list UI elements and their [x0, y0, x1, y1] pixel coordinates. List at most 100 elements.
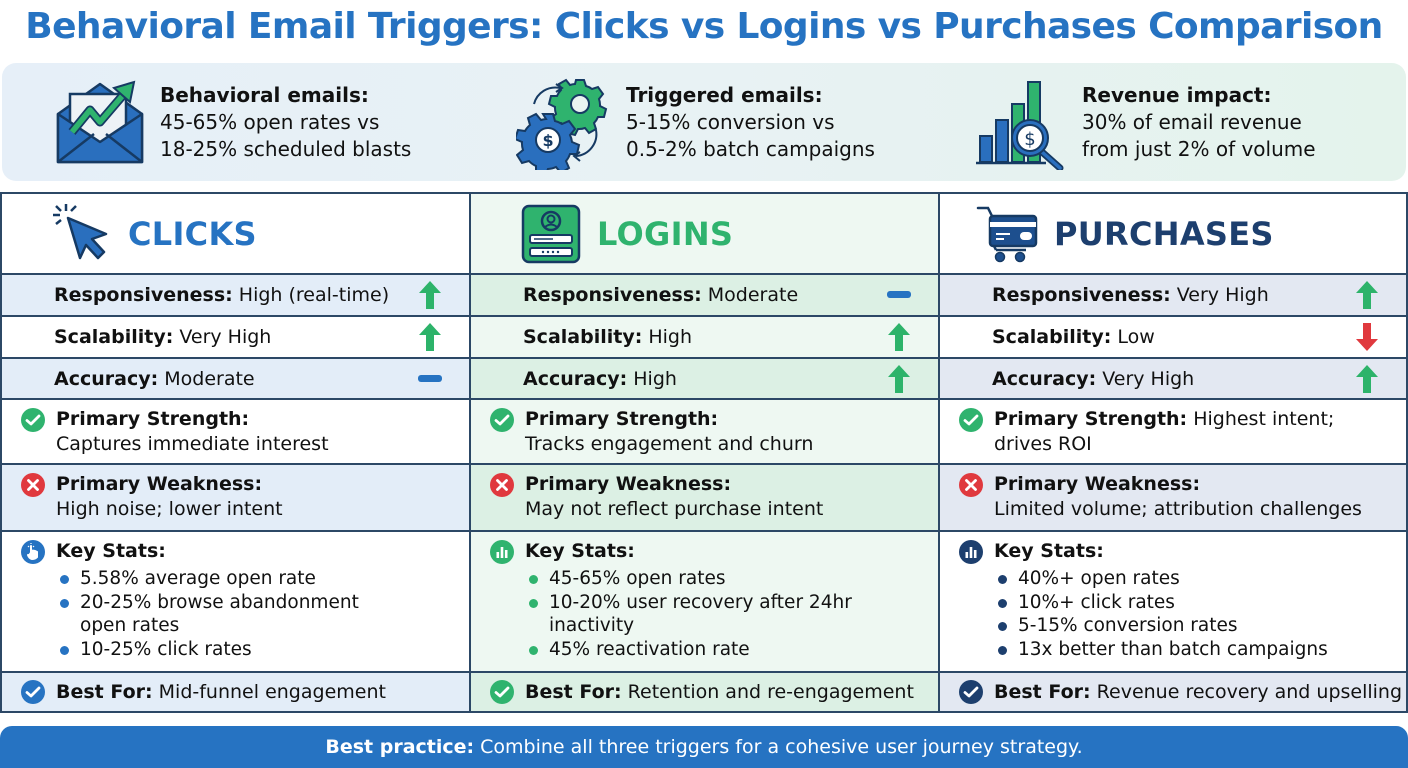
key-stats-list: 5.58% average open rate 20-25% browse ab… [56, 567, 386, 661]
trend-up-arrow-icon [417, 280, 443, 310]
stat-item: 45-65% open rates [525, 567, 855, 591]
metric-row-scalability: Scalability: High [471, 317, 940, 359]
metric-value: Very High [179, 326, 272, 348]
best-for-row: Best For: Mid-funnel engagement [2, 673, 471, 711]
check-circle-icon [20, 679, 46, 705]
bar-chart-circle-icon [958, 539, 984, 565]
stat-item: 20-25% browse abandonment open rates [56, 591, 386, 638]
metric-value: Low [1117, 326, 1155, 348]
metric-row-scalability: Scalability: Very High [2, 317, 471, 359]
stat-item: 45% reactivation rate [525, 638, 855, 662]
key-stats-row: Key Stats: 40%+ open rates 10%+ click ra… [940, 532, 1406, 673]
metric-label: Accuracy: [992, 367, 1097, 390]
column-title: LOGINS [597, 214, 734, 253]
stat-item: 13x better than batch campaigns [994, 638, 1328, 662]
strength-row: Primary Strength: Tracks engagement and c… [471, 400, 940, 465]
hand-pointer-icon [20, 539, 46, 565]
best-for-row: Best For: Revenue recovery and upselling [940, 673, 1406, 711]
stat-item: 10-20% user recovery after 24hr inactivi… [525, 591, 855, 638]
best-for-text: Mid-funnel engagement [158, 681, 386, 703]
check-circle-icon [958, 679, 984, 705]
metric-row-scalability: Scalability: Low [940, 317, 1406, 359]
summary-line: 5-15% conversion vs [626, 109, 835, 134]
check-circle-icon [958, 407, 984, 433]
key-stats-list: 45-65% open rates 10-20% user recovery a… [525, 567, 855, 661]
column-header-clicks: CLICKS [2, 194, 471, 275]
best-for-label: Best For: [56, 681, 153, 703]
trend-neutral-dash-icon [886, 280, 912, 310]
weakness-label: Primary Weakness: [525, 473, 732, 495]
summary-label: Revenue impact: [1082, 82, 1272, 107]
key-stats-row: Key Stats: 45-65% open rates 10-20% user… [471, 532, 940, 673]
page-title: Behavioral Email Triggers: Clicks vs Log… [25, 6, 1383, 47]
summary-line: 0.5-2% batch campaigns [626, 136, 875, 161]
check-circle-icon [489, 407, 515, 433]
column-title: PURCHASES [1054, 214, 1274, 253]
best-practice-text: Combine all three triggers for a cohesiv… [480, 736, 1083, 758]
trend-up-arrow-icon [1354, 280, 1380, 310]
trend-down-arrow-icon [1354, 322, 1380, 352]
best-for-label: Best For: [994, 681, 1091, 703]
best-for-text: Retention and re-engagement [627, 681, 914, 703]
weakness-text: Limited volume; attribution challenges [994, 498, 1362, 520]
stat-item: 5-15% conversion rates [994, 614, 1328, 638]
weakness-row: Primary Weakness:Limited volume; attribu… [940, 465, 1406, 532]
summary-label: Behavioral emails: [160, 82, 369, 107]
metric-row-responsiveness: Responsiveness: Moderate [471, 275, 940, 317]
metric-value: Very High [1176, 284, 1269, 306]
x-circle-icon [958, 472, 984, 498]
metric-label: Responsiveness: [54, 284, 233, 306]
summary-line: from just 2% of volume [1082, 136, 1316, 161]
x-circle-icon [20, 472, 46, 498]
key-stats-label: Key Stats: [994, 540, 1104, 562]
column-header-logins: LOGINS [471, 194, 940, 275]
bar-chart-circle-icon [489, 539, 515, 565]
best-for-row: Best For: Retention and re-engagement [471, 673, 940, 711]
summary-banner: Behavioral emails: 45-65% open rates vs … [2, 63, 1406, 181]
best-practice-banner: Best practice: Combine all three trigger… [0, 726, 1408, 768]
svg-text:$: $ [542, 131, 553, 150]
metric-label: Responsiveness: [523, 284, 702, 306]
summary-line: 18-25% scheduled blasts [160, 136, 412, 161]
stat-item: 10-25% click rates [56, 638, 386, 662]
key-stats-label: Key Stats: [56, 540, 166, 562]
metric-label: Accuracy: [523, 367, 628, 390]
metric-row-accuracy: Accuracy: High [471, 359, 940, 400]
metric-value: High [648, 326, 693, 348]
trend-up-arrow-icon [886, 322, 912, 352]
column-header-purchases: PURCHASES [940, 194, 1406, 275]
best-for-text: Revenue recovery and upselling [1096, 681, 1403, 703]
strength-text: Tracks engagement and churn [525, 433, 814, 455]
summary-label: Triggered emails: [626, 82, 823, 107]
trend-up-arrow-icon [886, 364, 912, 394]
stat-item: 10%+ click rates [994, 591, 1328, 615]
weakness-label: Primary Weakness: [56, 473, 263, 495]
x-circle-icon [489, 472, 515, 498]
strength-label: Primary Strength: [525, 408, 719, 430]
cursor-click-icon [50, 202, 114, 266]
best-for-label: Best For: [525, 681, 622, 703]
strength-row: Primary Strength: Captures immediate inte… [2, 400, 471, 465]
metric-row-responsiveness: Responsiveness: Very High [940, 275, 1406, 317]
strength-text: Highest intent; drives ROI [994, 408, 1335, 455]
stat-item: 40%+ open rates [994, 567, 1328, 591]
login-form-icon [519, 202, 583, 266]
stat-item: 5.58% average open rate [56, 567, 386, 591]
summary-item-behavioral: Behavioral emails: 45-65% open rates vs … [52, 63, 411, 181]
metric-row-accuracy: Accuracy: Moderate [2, 359, 471, 400]
best-practice-label: Best practice: [325, 736, 475, 758]
column-title: CLICKS [128, 214, 257, 253]
gears-dollar-icon: $ [514, 74, 614, 170]
check-circle-icon [489, 679, 515, 705]
strength-label: Primary Strength: [994, 408, 1188, 430]
check-circle-icon [20, 407, 46, 433]
summary-line: 30% of email revenue [1082, 109, 1302, 134]
metric-label: Responsiveness: [992, 284, 1171, 306]
metric-value: Moderate [164, 367, 255, 390]
weakness-text: High noise; lower intent [56, 498, 283, 520]
metric-label: Scalability: [523, 326, 643, 348]
strength-label: Primary Strength: [56, 408, 250, 430]
metric-label: Accuracy: [54, 367, 159, 390]
strength-text: Captures immediate interest [56, 433, 329, 455]
weakness-row: Primary Weakness: High noise; lower inten… [2, 465, 471, 532]
